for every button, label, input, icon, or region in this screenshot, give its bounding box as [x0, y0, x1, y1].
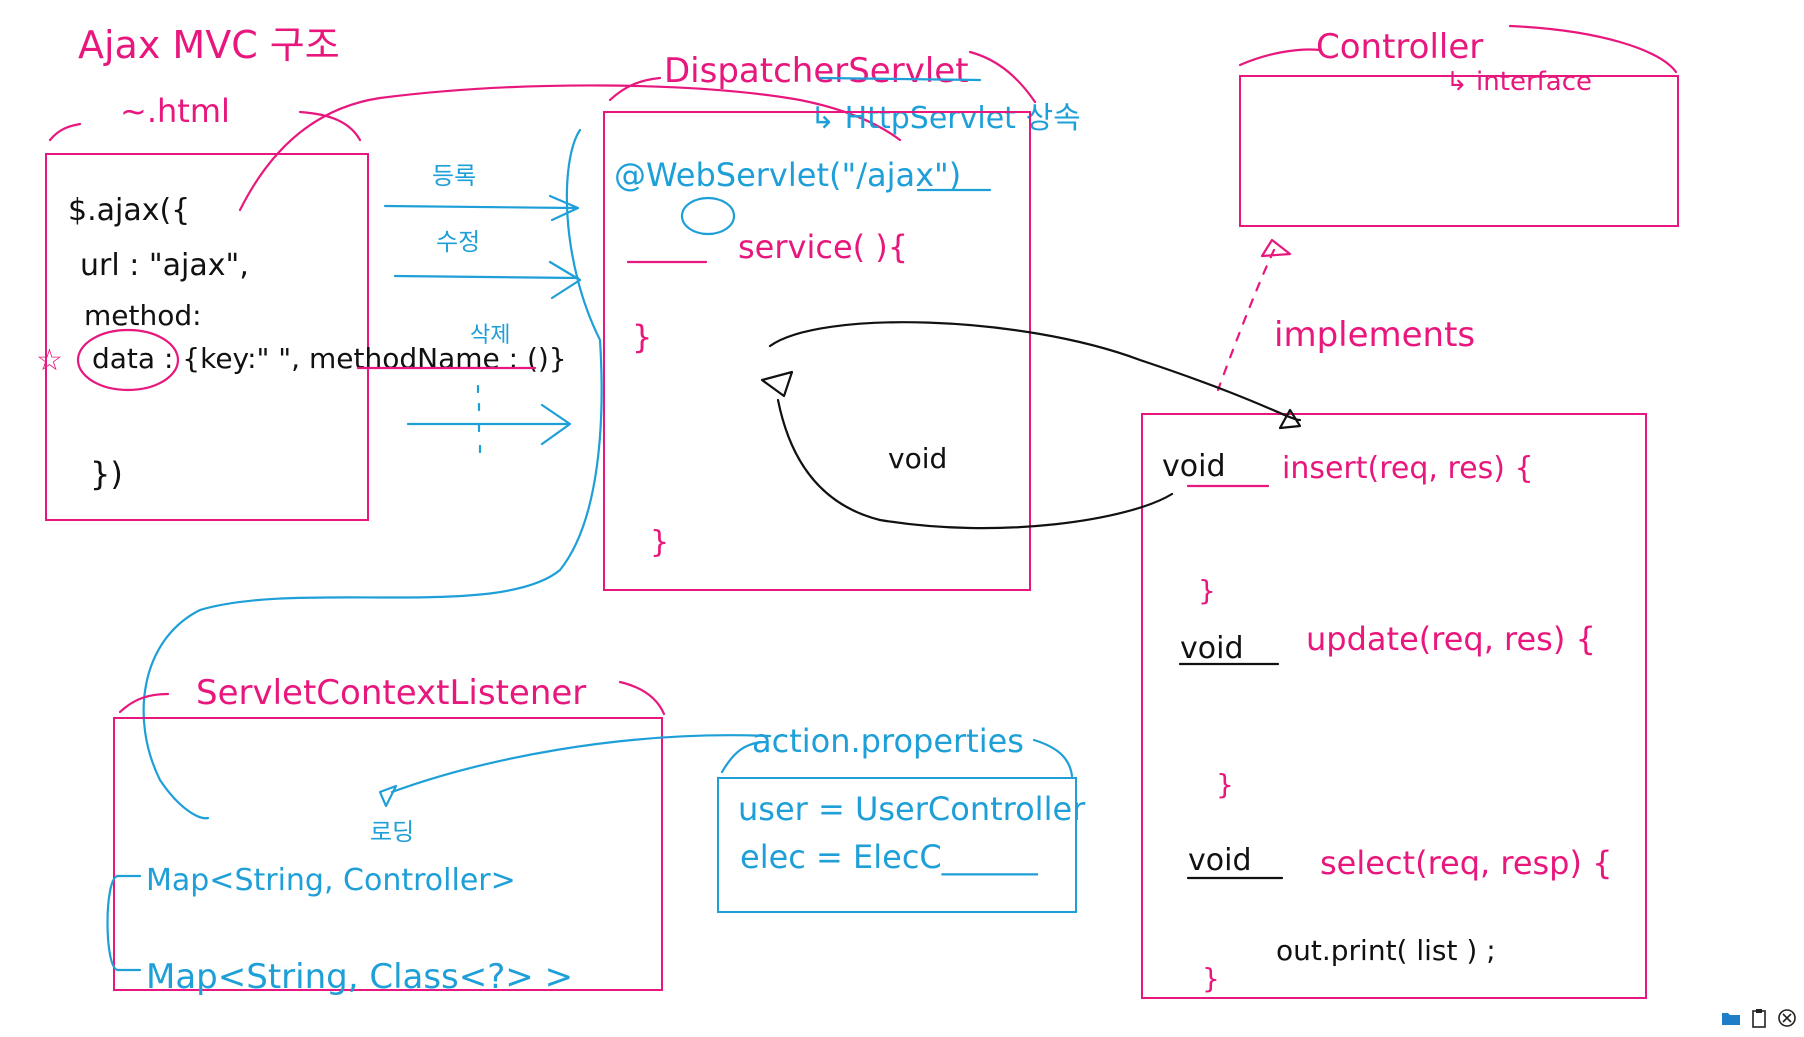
- clipboard-icon[interactable]: [1748, 1007, 1770, 1029]
- star-mark: ☆: [36, 343, 63, 378]
- load-arrowhead: [378, 784, 398, 808]
- request-arrows: 등록 수정 삭제: [383, 162, 582, 454]
- return-label: void: [888, 442, 947, 475]
- dispatcher-bracket-left: [608, 76, 662, 102]
- listener-bracket-right: [618, 680, 666, 716]
- arrow-delete: [406, 403, 572, 446]
- update-close: }: [1216, 768, 1234, 801]
- update-signature: update(req, res) {: [1306, 620, 1596, 658]
- map-controller: Map<String, Controller>: [146, 863, 516, 898]
- property-user: user = UserController: [738, 790, 1086, 828]
- load-label: 로딩: [370, 818, 414, 846]
- code-line-method: method:: [84, 299, 202, 332]
- controller-box: [1239, 75, 1679, 227]
- folder-icon[interactable]: [1720, 1007, 1742, 1029]
- code-line-ajax: $.ajax({: [68, 193, 190, 228]
- dispatcher-box: [603, 111, 1031, 591]
- arrow-register: [383, 194, 580, 222]
- impl-box: [1141, 413, 1647, 999]
- html-box-bracket-left: [48, 122, 82, 142]
- label-register: 등록: [432, 162, 476, 190]
- service-method: service( ){: [738, 228, 908, 266]
- annotation-loop: [680, 196, 736, 236]
- listener-label: ServletContextListener: [196, 673, 586, 713]
- maps-brace: [106, 874, 120, 972]
- httpservlet-inheritance: ↳ HttpServlet 상속: [810, 101, 1081, 136]
- method-select: void select(req, resp) { out.print( list…: [1186, 843, 1613, 995]
- method-update: void update(req, res) { }: [1178, 620, 1596, 801]
- controller-label: Controller: [1316, 27, 1483, 67]
- select-close: }: [1202, 962, 1220, 995]
- dispatcher-underline: [818, 76, 982, 82]
- properties-load-curve: [390, 734, 772, 794]
- call-curve: [768, 321, 1302, 422]
- system-tray: [1720, 1007, 1798, 1029]
- url-to-servlet-curve: [238, 84, 902, 212]
- insert-close: }: [1198, 574, 1216, 607]
- html-box-bracket-right: [298, 110, 362, 142]
- close-icon[interactable]: [1776, 1007, 1798, 1029]
- select-return: void: [1188, 843, 1252, 878]
- dispatcher-bracket-right: [968, 50, 1037, 104]
- listener-box: [113, 717, 663, 991]
- properties-bracket-left: [720, 740, 762, 774]
- update-return: void: [1180, 631, 1244, 666]
- property-elec: elec = ElecC______: [740, 838, 1039, 876]
- properties-label: action.properties: [752, 722, 1024, 760]
- dispatcher-label: DispatcherServlet: [664, 51, 969, 91]
- label-modify: 수정: [436, 228, 480, 256]
- implements-label: implements: [1274, 315, 1475, 355]
- arrow-modify: [393, 260, 582, 300]
- html-code: $.ajax({ url : "ajax", method: data : {k…: [68, 193, 567, 493]
- return-arrowhead: [760, 370, 794, 398]
- listener-bracket-left: [118, 692, 170, 714]
- call-arrowhead: [1278, 408, 1302, 430]
- method-insert: void insert(req, res) { }: [1162, 449, 1534, 607]
- label-delete: 삭제: [470, 323, 510, 348]
- print-statement: out.print( list ) ;: [1276, 934, 1496, 967]
- implements-arrowhead: [1260, 238, 1292, 258]
- code-line-url: url : "ajax",: [80, 248, 249, 283]
- map-class: Map<String, Class<?> >: [146, 957, 573, 997]
- loading-curve: [142, 128, 603, 820]
- controller-bracket-right: [1508, 24, 1678, 74]
- implements-arrow: [1216, 248, 1276, 392]
- html-box: [45, 153, 369, 521]
- properties-box: [717, 777, 1077, 913]
- controller-bracket-left: [1238, 48, 1322, 67]
- properties-bracket-right: [1032, 738, 1074, 778]
- insert-return: void: [1162, 449, 1226, 484]
- webservlet-annotation: @WebServlet("/ajax"): [614, 156, 961, 194]
- return-curve: [776, 398, 1174, 530]
- select-signature: select(req, resp) {: [1320, 844, 1613, 882]
- interface-label: ↳ interface: [1446, 67, 1592, 97]
- more-dots: [476, 384, 482, 454]
- code-line-data: data : {key:" ", methodName : ()}: [92, 342, 567, 375]
- insert-signature: insert(req, res) {: [1282, 451, 1534, 486]
- service-close: }: [632, 318, 652, 356]
- class-close: }: [650, 525, 669, 560]
- data-highlight-circle: [76, 328, 180, 392]
- html-box-label: ~.html: [120, 92, 230, 130]
- code-line-close: }): [90, 455, 123, 493]
- diagram-title: Ajax MVC 구조: [78, 23, 340, 67]
